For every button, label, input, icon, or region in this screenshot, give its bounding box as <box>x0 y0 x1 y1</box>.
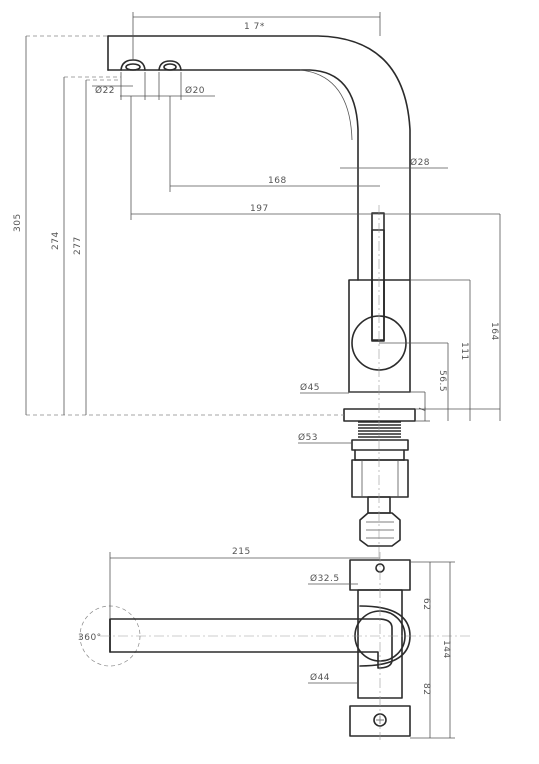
dim-mount-diameter: Ø32.5 <box>308 573 358 585</box>
dim-height-274-label: 274 <box>51 231 61 250</box>
dim-lever-axis-label: 56.5 <box>437 370 447 392</box>
dim-overall-length-label: 215 <box>232 547 251 557</box>
top-spout-arm <box>109 618 393 669</box>
dim-thread-diameter: Ø53 <box>298 432 352 444</box>
dim-offset-82-label: 82 <box>421 683 431 695</box>
dim-top-width: 1 7* <box>132 12 381 60</box>
dim-lever-height-label: 111 <box>459 342 469 361</box>
dim-outlets: Ø22 Ø20 <box>92 72 215 100</box>
dim-top-right: 62 144 82 <box>410 561 455 739</box>
dim-offset-62-label: 62 <box>421 598 431 610</box>
dim-body-diameter-top-label: Ø44 <box>310 672 330 683</box>
filter-lever <box>371 212 385 342</box>
dim-outlet-left-label: Ø22 <box>95 85 115 96</box>
dim-mount-diameter-label: Ø32.5 <box>310 573 340 584</box>
dim-spout-diameter-label: Ø28 <box>410 157 430 168</box>
dim-body-diameter-top: Ø44 <box>308 672 358 684</box>
dim-body-diameter-label: Ø45 <box>300 382 320 393</box>
base-flange <box>343 408 416 461</box>
dim-height-277-label: 277 <box>73 236 83 255</box>
dim-spout-diameter: Ø28 <box>340 157 448 169</box>
dim-total-height-label: 305 <box>13 213 23 232</box>
top-view: 215 Ø32.5 360° Ø44 62 144 82 <box>78 547 470 740</box>
dim-body-height-label: 164 <box>489 322 499 341</box>
thread-hatch <box>358 421 401 438</box>
dim-spout-reach: 168 <box>169 96 380 192</box>
rotation-label: 360° <box>78 633 102 643</box>
dim-total-reach: 197 <box>130 96 500 220</box>
dim-depth-144-label: 144 <box>441 640 451 659</box>
dim-thread-diameter-label: Ø53 <box>298 432 318 443</box>
outlet-nozzles <box>120 59 182 71</box>
side-view: 1 7* Ø22 Ø20 Ø28 168 197 <box>13 12 501 560</box>
dim-total-reach-label: 197 <box>250 204 269 214</box>
dim-top-width-label: 1 7* <box>244 22 265 32</box>
dim-spout-reach-label: 168 <box>268 176 287 186</box>
dim-body-diameter: Ø45 <box>300 382 349 394</box>
dim-base-offset-label: 7 <box>416 406 426 412</box>
dim-heights-left: 305 274 277 <box>13 35 344 416</box>
dim-outlet-right-label: Ø20 <box>185 85 205 96</box>
spout <box>107 35 411 281</box>
dim-overall-length: 215 <box>109 547 380 619</box>
dim-heights-right: 164 111 56.5 7 <box>379 214 501 422</box>
mounting-fitting <box>351 459 409 547</box>
